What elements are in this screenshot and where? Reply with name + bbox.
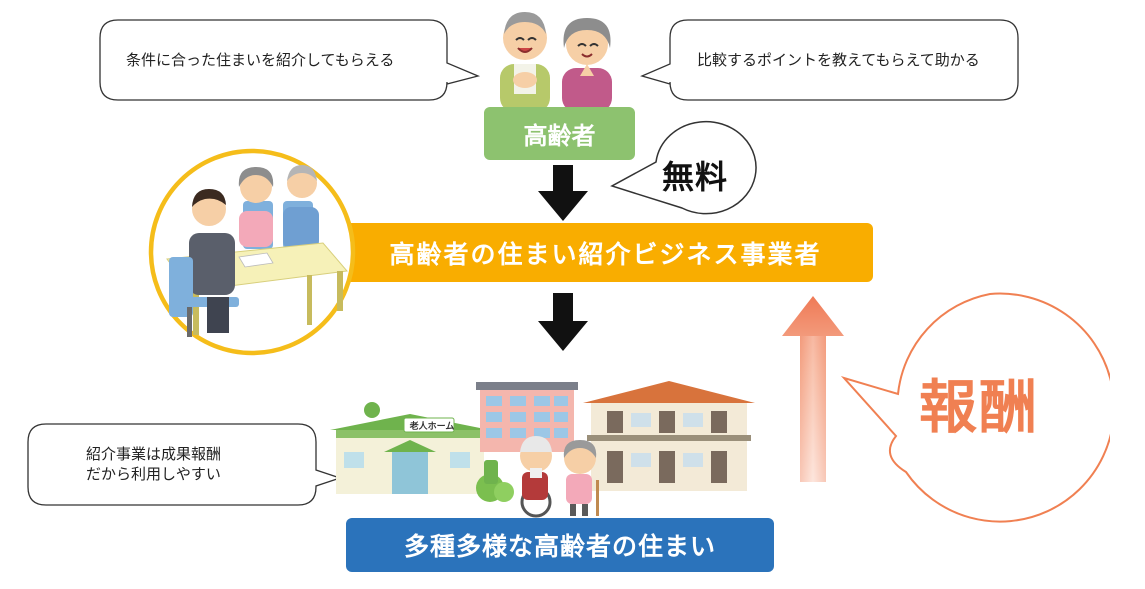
nursing-home-sign: 老人ホーム — [409, 422, 455, 432]
housing-box: 多種多様な高齢者の住まい — [346, 518, 774, 572]
speech-text-bottom-line2: だから利用しやすい — [86, 465, 221, 483]
reward-text: 報酬 — [919, 373, 1040, 441]
townhouse-illustration — [583, 381, 755, 491]
apartment-tower-illustration — [476, 382, 578, 452]
meeting-illustration — [147, 147, 357, 357]
reward-bubble-shape — [840, 292, 1116, 523]
speech-text-bottom-line1: 紹介事業は成果報酬 — [86, 445, 222, 463]
down-arrow-1 — [538, 165, 588, 225]
up-arrow — [780, 296, 846, 486]
housing-seniors-illustration — [470, 430, 620, 518]
senior-couple-illustration — [494, 4, 624, 112]
down-arrow-2 — [538, 293, 588, 355]
seniors-box: 高齢者 — [484, 107, 635, 160]
free-bubble-text: 無料 — [662, 158, 729, 196]
reward-bubble — [840, 286, 1116, 536]
business-box: 高齢者の住まい紹介ビジネス事業者 — [338, 223, 873, 282]
nursing-home-illustration — [330, 402, 490, 494]
speech-text-top-left: 条件に合った住まいを紹介してもらえる — [126, 51, 395, 69]
speech-text-top-right: 比較するポイントを教えてもらえて助かる — [697, 51, 980, 69]
